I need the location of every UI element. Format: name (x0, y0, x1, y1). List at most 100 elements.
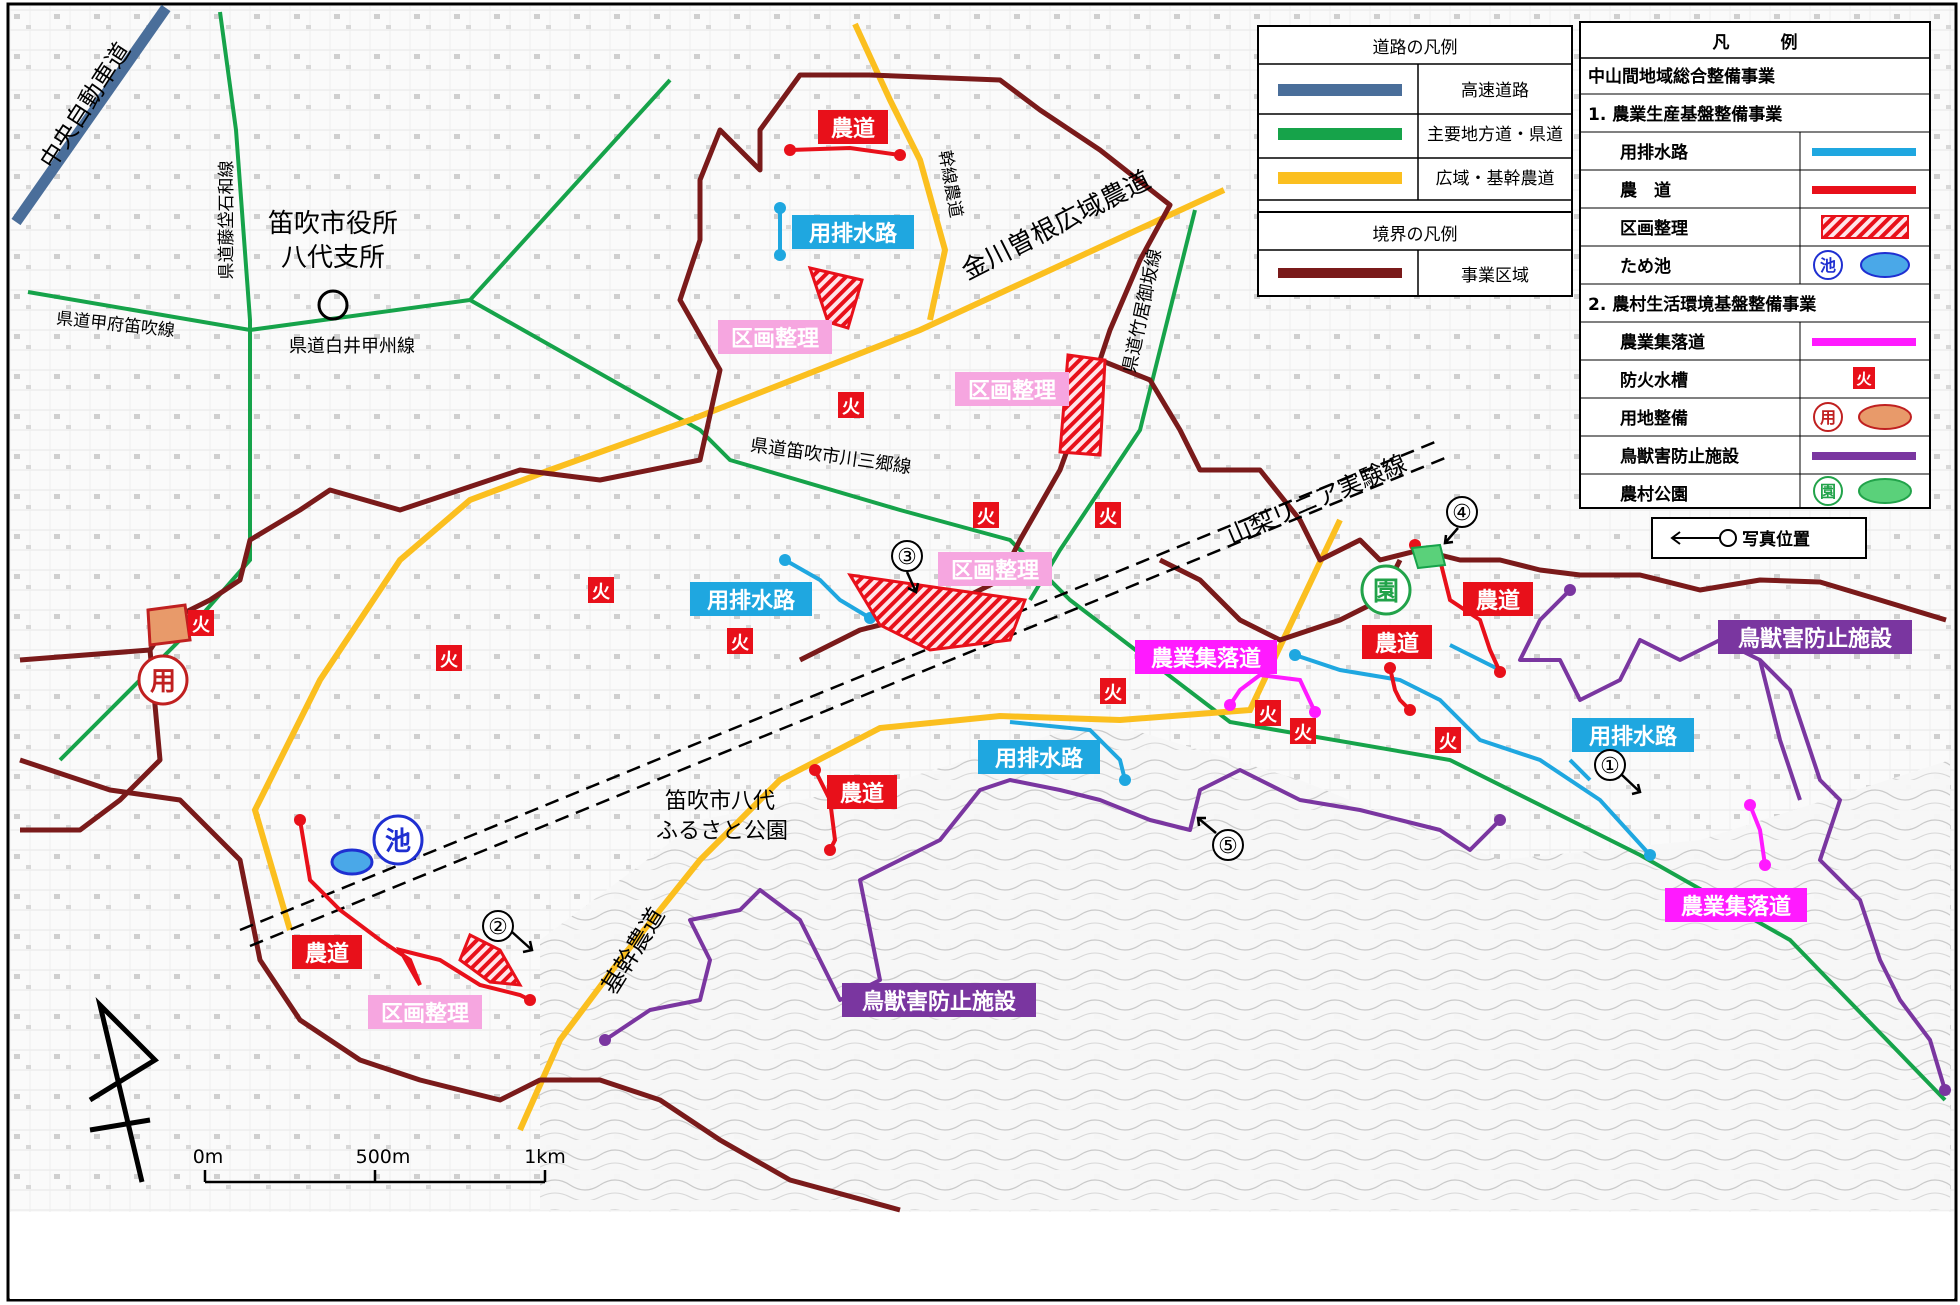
farm-road-endpoint (894, 149, 906, 161)
channel-endpoint (779, 554, 791, 566)
main-legend-title: 凡 例 (1713, 32, 1798, 53)
svg-text:農道: 農道 (831, 116, 875, 142)
svg-text:火: 火 (1259, 705, 1278, 726)
village-road-endpoint (1759, 859, 1771, 871)
label-noudou-5: 農道 (292, 935, 362, 969)
fire-tank-marker: 火 (1290, 718, 1316, 744)
label-kukaku-3: 区画整理 (938, 552, 1052, 586)
fire-tank-marker: 火 (1100, 678, 1126, 704)
legend-swatch-fence (1812, 452, 1916, 460)
photo-legend-label: 写真位置 (1742, 529, 1810, 550)
svg-text:園: 園 (1373, 577, 1399, 607)
boundary-swatch (1278, 268, 1402, 278)
fire-tank-marker: 火 (1095, 502, 1121, 528)
legend-item-bouka: 防火水槽 (1620, 370, 1688, 391)
farm-road-endpoint (524, 994, 536, 1006)
water-channels (778, 208, 1652, 857)
scale-500-label: 500m (356, 1146, 411, 1168)
legend-pond-shape (1860, 252, 1910, 278)
land-readjustment-areas (458, 265, 1107, 987)
channel-endpoint (1119, 774, 1131, 786)
svg-text:農道: 農道 (305, 941, 349, 967)
legend-land-badge (1813, 402, 1843, 432)
legend-swatch-hatch (1821, 215, 1909, 239)
photo-point-3: ③ (891, 540, 923, 594)
farm-road-swatch (1278, 172, 1402, 184)
legend-item-tameike: ため池 (1620, 256, 1671, 277)
label-youhaisuiro-1: 用排水路 (792, 215, 914, 249)
city-office-marker (317, 289, 349, 321)
main-legend: 凡 例 中山間地域総合整備事業 1. 農業生産基盤整備事業 用排水路 農 道 区… (1579, 21, 1931, 509)
prefectural-swatch (1278, 128, 1402, 140)
legend-item-shuraku: 農業集落道 (1620, 332, 1705, 353)
park-badge: 園 (1360, 564, 1412, 616)
wildlife-fence-endpoint (1494, 814, 1506, 826)
svg-text:①: ① (1600, 754, 1620, 779)
farm-road-endpoint (784, 144, 796, 156)
fire-tank-marker: 火 (1435, 727, 1461, 753)
photo-point-2: ② (482, 910, 534, 954)
linear-line (239, 438, 1451, 948)
main-legend-section2: 2. 農村生活環境基盤整備事業 (1588, 294, 1816, 315)
svg-text:用排水路: 用排水路 (809, 221, 898, 247)
label-kukaku-2: 区画整理 (955, 372, 1069, 406)
city-office-label-1: 笛吹市役所 (268, 209, 398, 239)
label-kukaku-4: 区画整理 (368, 995, 482, 1029)
village-road-endpoint (1309, 706, 1321, 718)
legend-park-shape (1858, 478, 1912, 504)
label-choujuu-1: 鳥獣害防止施設 (1718, 620, 1912, 654)
svg-text:池: 池 (1820, 256, 1836, 275)
boundary-legend-item-0: 事業区域 (1461, 266, 1529, 286)
legend-item-kouen: 農村公園 (1620, 484, 1688, 505)
main-legend-project: 中山間地域総合整備事業 (1588, 66, 1775, 87)
legend-pond-badge (1813, 250, 1843, 280)
svg-text:火: 火 (440, 650, 459, 671)
legend-park-badge (1813, 476, 1843, 506)
blank-footer (10, 1213, 1954, 1299)
svg-text:園: 園 (1820, 482, 1836, 501)
expressway-line (11, 4, 171, 226)
svg-text:③: ③ (897, 545, 917, 570)
label-noudou-4: 農道 (827, 775, 897, 809)
label-choujuu-2: 鳥獣害防止施設 (842, 983, 1036, 1017)
svg-text:区画整理: 区画整理 (968, 378, 1056, 404)
legend-swatch-channel (1812, 148, 1916, 156)
wildlife-fence (603, 588, 1947, 1091)
boundary-legend-title: 境界の凡例 (1373, 225, 1458, 245)
svg-text:火: 火 (1856, 370, 1872, 388)
road-legend-title: 道路の凡例 (1373, 38, 1458, 58)
photo-point-1: ① (1594, 749, 1642, 796)
photo-legend: 写真位置 (1651, 517, 1867, 559)
land-improvement-area (146, 603, 192, 647)
svg-text:火: 火 (731, 633, 750, 654)
legend-item-kukaku: 区画整理 (1620, 218, 1688, 239)
legend-swatch-village-road (1812, 338, 1916, 346)
fire-tank-marker: 火 (973, 502, 999, 528)
label-noudou-2: 農道 (1463, 582, 1533, 616)
channel-endpoint (1289, 649, 1301, 661)
road-shirai-label: 県道白井甲州線 (289, 336, 415, 357)
city-office-label-2: 八代支所 (281, 243, 385, 273)
legend-item-noudou: 農 道 (1620, 180, 1671, 201)
farm-road-endpoint (1494, 666, 1506, 678)
svg-text:農道: 農道 (1476, 588, 1520, 614)
wildlife-fence-endpoint (1564, 584, 1576, 596)
channel-endpoint (1644, 849, 1656, 861)
legend-item-youhaisuiro: 用排水路 (1620, 142, 1689, 163)
svg-text:④: ④ (1452, 501, 1472, 526)
svg-text:農道: 農道 (1375, 631, 1419, 657)
label-youhaisuiro-3: 用排水路 (978, 740, 1100, 774)
svg-text:農業集落道: 農業集落道 (1681, 894, 1791, 920)
legend-fire-swatch (1853, 367, 1875, 389)
svg-text:用排水路: 用排水路 (1589, 724, 1678, 750)
svg-text:火: 火 (192, 615, 211, 636)
mountain-contours (540, 720, 1950, 1210)
svg-text:農業集落道: 農業集落道 (1151, 646, 1261, 672)
farm-road-endpoint (1384, 662, 1396, 674)
village-road-endpoint (1224, 699, 1236, 711)
label-noudou-3: 農道 (1362, 625, 1432, 659)
label-kukaku-1: 区画整理 (718, 320, 832, 354)
farm-road-endpoint (809, 764, 821, 776)
road-fujiishiwa-label: 県道藤垈石和線 (217, 161, 237, 280)
